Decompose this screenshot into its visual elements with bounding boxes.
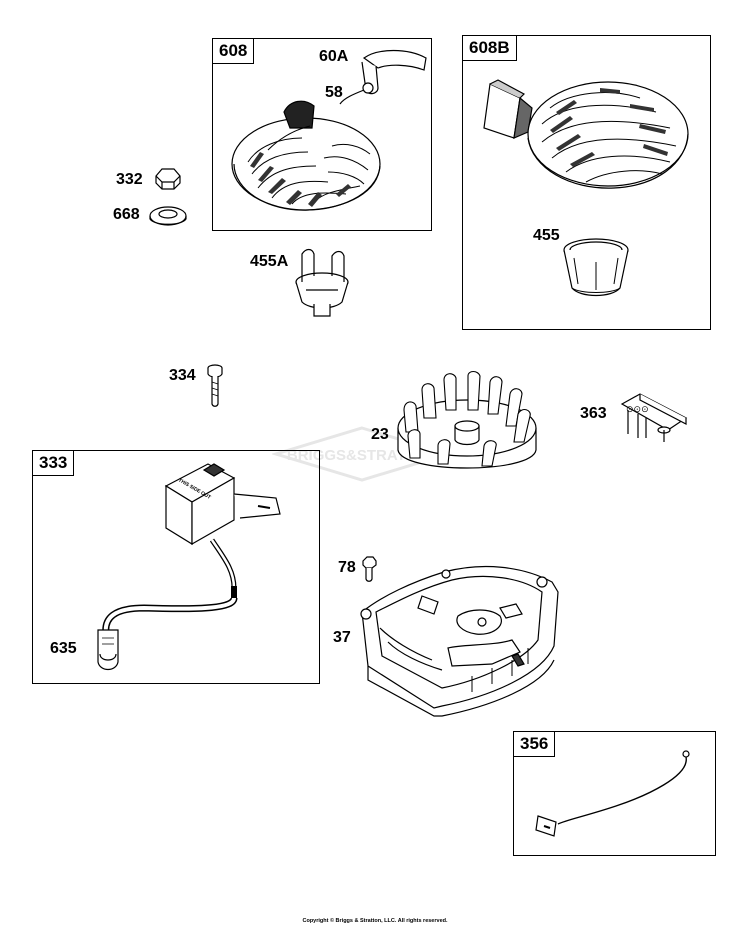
ground-wire-356-drawing	[526, 746, 696, 846]
assembly-box-608B: 608B	[462, 35, 711, 330]
assembly-tag-356: 356	[513, 731, 556, 757]
assembly-box-333: 333	[32, 450, 320, 684]
starter-handle-60A	[362, 51, 426, 94]
label-58: 58	[325, 84, 343, 101]
starter-cup-455-drawing	[560, 236, 632, 302]
assembly-box-356: 356	[513, 731, 716, 856]
recoil-starter-608-drawing	[228, 42, 428, 222]
bracket-363-drawing: ⊙⊙⊙	[614, 390, 688, 446]
assembly-box-608: 608	[212, 38, 432, 231]
screw-78-drawing	[361, 556, 377, 582]
label-78: 78	[338, 559, 356, 576]
bolt-334-drawing	[206, 362, 224, 408]
label-455: 455	[533, 227, 560, 244]
starter-cup-455A-drawing	[292, 246, 352, 320]
flywheel-23-drawing	[392, 370, 542, 488]
blower-housing-37-drawing	[352, 556, 568, 718]
nut-332-drawing	[152, 166, 182, 192]
svg-text:⊙⊙⊙: ⊙⊙⊙	[626, 404, 649, 414]
recoil-starter-608B-drawing	[480, 68, 695, 196]
assembly-tag-608B: 608B	[462, 35, 517, 61]
label-23: 23	[371, 426, 389, 443]
copyright-notice: Copyright © Briggs & Stratton, LLC. All …	[302, 918, 448, 924]
label-37: 37	[333, 629, 351, 646]
label-60A: 60A	[319, 48, 349, 65]
label-332: 332	[116, 171, 143, 188]
assembly-tag-333: 333	[32, 450, 75, 476]
washer-668-drawing	[148, 204, 188, 228]
label-455A: 455A	[250, 253, 289, 270]
label-635: 635	[50, 640, 77, 657]
assembly-tag-608: 608	[212, 38, 255, 64]
label-668: 668	[113, 206, 140, 223]
label-334: 334	[169, 367, 196, 384]
label-363: 363	[580, 405, 607, 422]
ignition-coil-333-drawing	[84, 458, 294, 678]
